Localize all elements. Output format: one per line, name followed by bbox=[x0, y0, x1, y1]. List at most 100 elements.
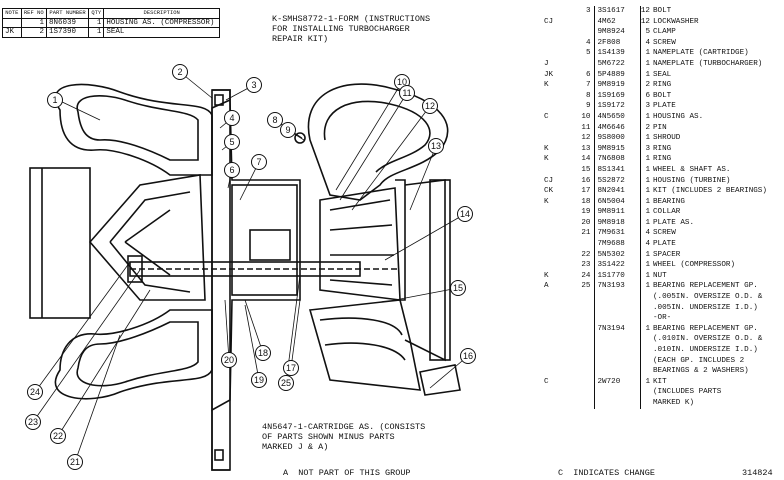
parts-cell-note bbox=[540, 303, 578, 314]
parts-cell-desc: BOLT bbox=[653, 91, 672, 100]
parts-cell-ref: 15 bbox=[578, 164, 595, 176]
parts-cell-note bbox=[540, 38, 578, 49]
parts-cell-ref bbox=[578, 27, 595, 38]
callout-circle bbox=[224, 110, 240, 126]
callout-number: 19 bbox=[254, 375, 264, 385]
parts-cell-note: K bbox=[544, 155, 549, 164]
callout-circle bbox=[460, 348, 476, 364]
parts-cell-ref: 4 bbox=[578, 37, 595, 49]
parts-cell-qty bbox=[640, 345, 652, 356]
parts-cell-qty: 1 bbox=[645, 250, 650, 259]
callout-circle bbox=[278, 375, 294, 391]
parts-cell-desc: BOLT bbox=[653, 7, 672, 15]
parts-cell-qty: 1 bbox=[645, 282, 650, 291]
parts-cell-note bbox=[540, 165, 578, 176]
callout-number: 12 bbox=[425, 101, 435, 111]
parts-cell-qty: 1 bbox=[645, 324, 650, 333]
parts-cell-ref bbox=[578, 387, 595, 398]
parts-cell-ref bbox=[578, 376, 595, 388]
parts-cell-note bbox=[540, 123, 578, 134]
parts-cell-desc: PLATE AS. bbox=[653, 218, 695, 227]
parts-cell-note bbox=[540, 387, 578, 398]
compressor-wheel bbox=[88, 174, 206, 301]
parts-cell-part: 9M8918 bbox=[594, 217, 641, 229]
callout-circle bbox=[280, 122, 296, 138]
parts-cell-ref bbox=[578, 302, 595, 314]
parts-cell-part bbox=[594, 366, 641, 377]
parts-cell-part: 7N6808 bbox=[594, 154, 641, 165]
footer-change: C INDICATES CHANGE bbox=[558, 468, 655, 478]
callout-number: 20 bbox=[224, 355, 234, 365]
parts-cell-ref: 9 bbox=[578, 101, 595, 112]
parts-cell-part bbox=[594, 345, 641, 356]
parts-cell-ref bbox=[578, 323, 595, 335]
turbocharger-diagram: 1234567891011121314151617181920212223242… bbox=[25, 64, 476, 471]
turbine-volute-top bbox=[307, 83, 449, 201]
parts-cell-note bbox=[540, 345, 578, 356]
parts-cell-qty: 12 bbox=[640, 17, 650, 26]
callout-number: 22 bbox=[53, 431, 63, 441]
parts-cell-ref bbox=[578, 397, 595, 409]
parts-cell-part: 9M8915 bbox=[594, 143, 641, 155]
parts-cell-ref bbox=[578, 355, 595, 367]
parts-cell-desc: BEARINGS & 2 WASHERS) bbox=[653, 367, 749, 376]
parts-cell-desc: SEAL bbox=[653, 70, 672, 79]
parts-cell-part: 9M8919 bbox=[594, 80, 641, 91]
parts-cell-qty: 3 bbox=[645, 102, 650, 111]
parts-cell-ref: 7 bbox=[578, 80, 595, 91]
parts-row: (INCLUDES PARTS bbox=[540, 387, 778, 398]
parts-cell-desc: SHROUD bbox=[653, 134, 681, 143]
callout-number: 24 bbox=[30, 387, 40, 397]
parts-cell-desc: MARKED K) bbox=[653, 398, 695, 407]
parts-cell-qty: 2 bbox=[645, 123, 650, 132]
parts-cell-ref: 24 bbox=[578, 270, 595, 282]
parts-cell-part: 4N5650 bbox=[594, 111, 641, 123]
parts-cell-ref: 25 bbox=[578, 281, 595, 293]
parts-cell-ref: 23 bbox=[578, 260, 595, 271]
parts-cell-note bbox=[540, 260, 578, 271]
parts-cell-part: 9M8911 bbox=[594, 207, 641, 218]
parts-row: -OR- bbox=[540, 313, 778, 324]
parts-cell-qty: 2 bbox=[645, 81, 650, 90]
compressor-inlet bbox=[29, 167, 91, 319]
parts-cell-desc: RING bbox=[653, 81, 672, 90]
callout-circle bbox=[251, 372, 267, 388]
parts-cell-ref bbox=[578, 313, 595, 324]
parts-cell-desc: NAMEPLATE (CARTRIDGE) bbox=[653, 49, 749, 58]
parts-cell-desc: (.005IN. OVERSIZE O.D. & bbox=[653, 293, 763, 302]
parts-cell-ref: 22 bbox=[578, 249, 595, 261]
callout-number: 13 bbox=[431, 141, 441, 151]
callout-number: 9 bbox=[285, 125, 290, 135]
parts-cell-part: 5P4889 bbox=[594, 69, 641, 81]
parts-cell-desc: WHEEL (COMPRESSOR) bbox=[653, 261, 736, 270]
callout-circle bbox=[450, 280, 466, 296]
parts-cell-desc: .010IN. UNDERSIZE I.D.) bbox=[653, 346, 758, 354]
parts-cell-note bbox=[540, 334, 578, 345]
callout-circle bbox=[457, 206, 473, 222]
callout-number: 11 bbox=[402, 88, 411, 98]
parts-cell-desc: RING bbox=[653, 144, 672, 153]
callout-number: 17 bbox=[286, 363, 296, 373]
parts-cell-part: 1S4139 bbox=[594, 48, 641, 59]
parts-cell-note: C bbox=[544, 112, 549, 121]
parts-cell-note bbox=[540, 6, 578, 17]
parts-cell-part: 4M6646 bbox=[594, 122, 641, 134]
parts-cell-desc: BEARING bbox=[653, 197, 685, 206]
parts-cell-qty: 1 bbox=[645, 377, 650, 386]
footer-not-part: A NOT PART OF THIS GROUP bbox=[283, 468, 411, 478]
callout-number: 8 bbox=[272, 115, 277, 125]
parts-cell-desc: PLATE bbox=[653, 102, 676, 111]
parts-cell-part: 1S9172 bbox=[594, 101, 641, 112]
parts-cell-ref: 16 bbox=[578, 175, 595, 187]
parts-cell-qty: 1 bbox=[645, 59, 650, 68]
callout-number: 5 bbox=[229, 137, 234, 147]
